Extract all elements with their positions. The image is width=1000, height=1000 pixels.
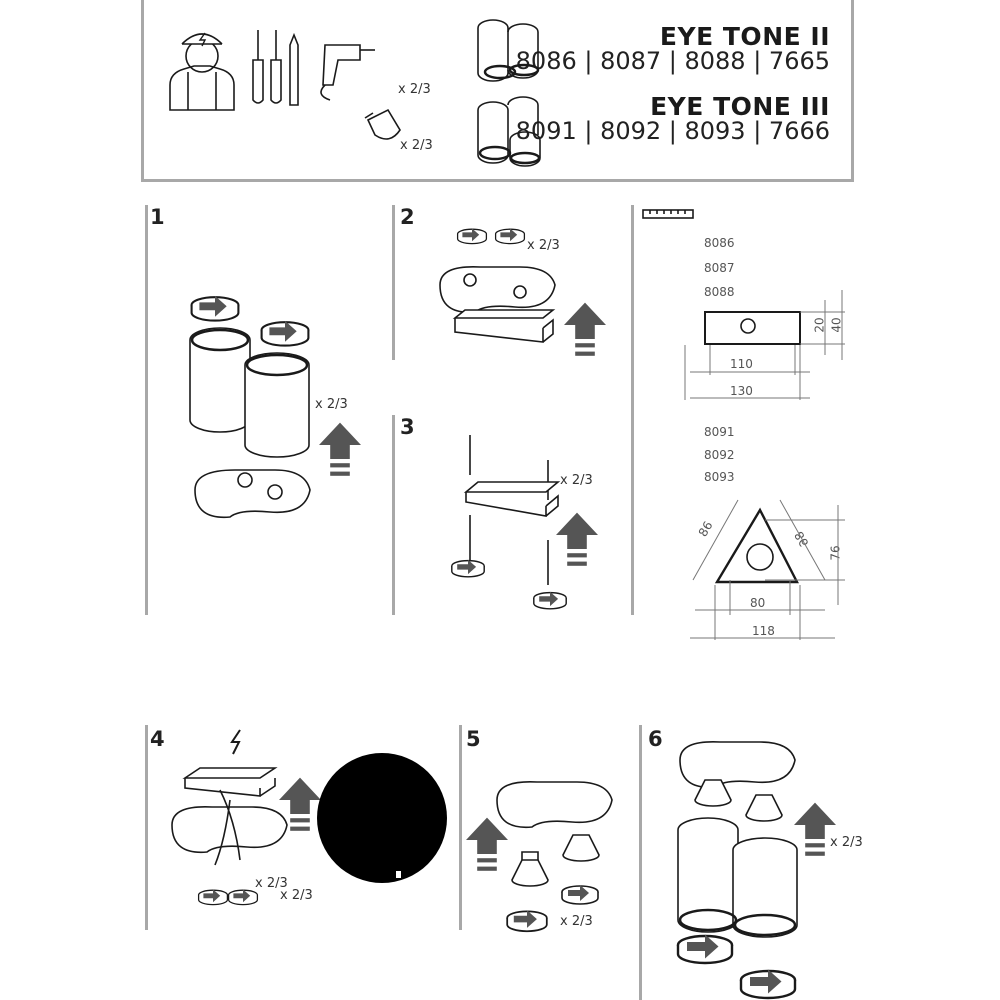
drill-qty: x 2/3	[398, 82, 431, 97]
step-2-number: 2	[400, 205, 415, 229]
step-1-illustration	[189, 294, 311, 519]
step-1-number: 1	[150, 205, 165, 229]
step-3-qty: x 2/3	[560, 473, 593, 488]
dim-width-110: 110	[730, 357, 753, 371]
step-3-divider	[392, 415, 395, 615]
bulb-qty: x 2/3	[400, 138, 433, 153]
step-5-qty: x 2/3	[560, 914, 593, 929]
product-name-eye-tone-iii: EYE TONE III	[650, 92, 830, 121]
ruler-icon	[642, 209, 694, 219]
detail-zoom-circle	[317, 753, 447, 883]
step-6-qty: x 2/3	[830, 835, 863, 850]
dim-width-80: 80	[750, 596, 766, 610]
product-codes-eye-tone-ii: 8086 | 8087 | 8088 | 7665	[515, 47, 830, 75]
step-1-up-arrow	[317, 421, 363, 477]
model-8086: 8086	[704, 236, 735, 250]
step-6-number: 6	[648, 727, 663, 751]
eye-tone-iii-drawing	[477, 96, 541, 167]
step-3-illustration	[451, 435, 567, 610]
step-4-divider	[145, 725, 148, 930]
step-4-number: 4	[150, 727, 165, 751]
eye-tone-ii-drawing	[477, 19, 540, 82]
electrician-icon	[169, 32, 235, 111]
product-name-eye-tone-ii: EYE TONE II	[659, 22, 830, 51]
step-1-qty: x 2/3	[315, 397, 348, 412]
dimension-drawing-8091	[690, 499, 845, 640]
step-6-up-arrow	[792, 801, 838, 857]
dimension-drawing-8086	[684, 290, 845, 400]
gu10-bulb-icon	[364, 108, 401, 140]
step-3-up-arrow	[554, 511, 600, 567]
lightning-icon	[230, 729, 241, 755]
model-8091: 8091	[704, 425, 735, 439]
step-5-up-arrow	[464, 816, 510, 872]
dim-width-118: 118	[752, 624, 775, 638]
step-2-illustration	[439, 227, 556, 343]
step-2-qty: x 2/3	[527, 238, 560, 253]
step-6-divider	[639, 725, 642, 1000]
dimensions-divider	[631, 205, 634, 615]
dim-width-130: 130	[730, 384, 753, 398]
step-5-divider	[459, 725, 462, 930]
step-4-qty-1: x 2/3	[255, 876, 288, 891]
header-box	[141, 0, 854, 182]
model-8087: 8087	[704, 261, 735, 275]
detail-terminal	[396, 871, 401, 878]
step-1-divider	[145, 205, 148, 615]
screwdrivers-icon	[252, 30, 299, 106]
model-8093: 8093	[704, 470, 735, 484]
step-5-number: 5	[466, 727, 481, 751]
step-2-up-arrow	[562, 301, 608, 357]
step-3-number: 3	[400, 415, 415, 439]
step-4-illustration	[171, 767, 288, 906]
product-codes-eye-tone-iii: 8091 | 8092 | 8093 | 7666	[515, 117, 830, 145]
step-2-divider	[392, 205, 395, 360]
drill-icon	[320, 44, 375, 101]
step-6-illustration	[676, 741, 798, 1000]
step-5-illustration	[496, 781, 613, 933]
model-8088: 8088	[704, 285, 735, 299]
step-4-qty-2: x 2/3	[280, 888, 313, 903]
model-8092: 8092	[704, 448, 735, 462]
